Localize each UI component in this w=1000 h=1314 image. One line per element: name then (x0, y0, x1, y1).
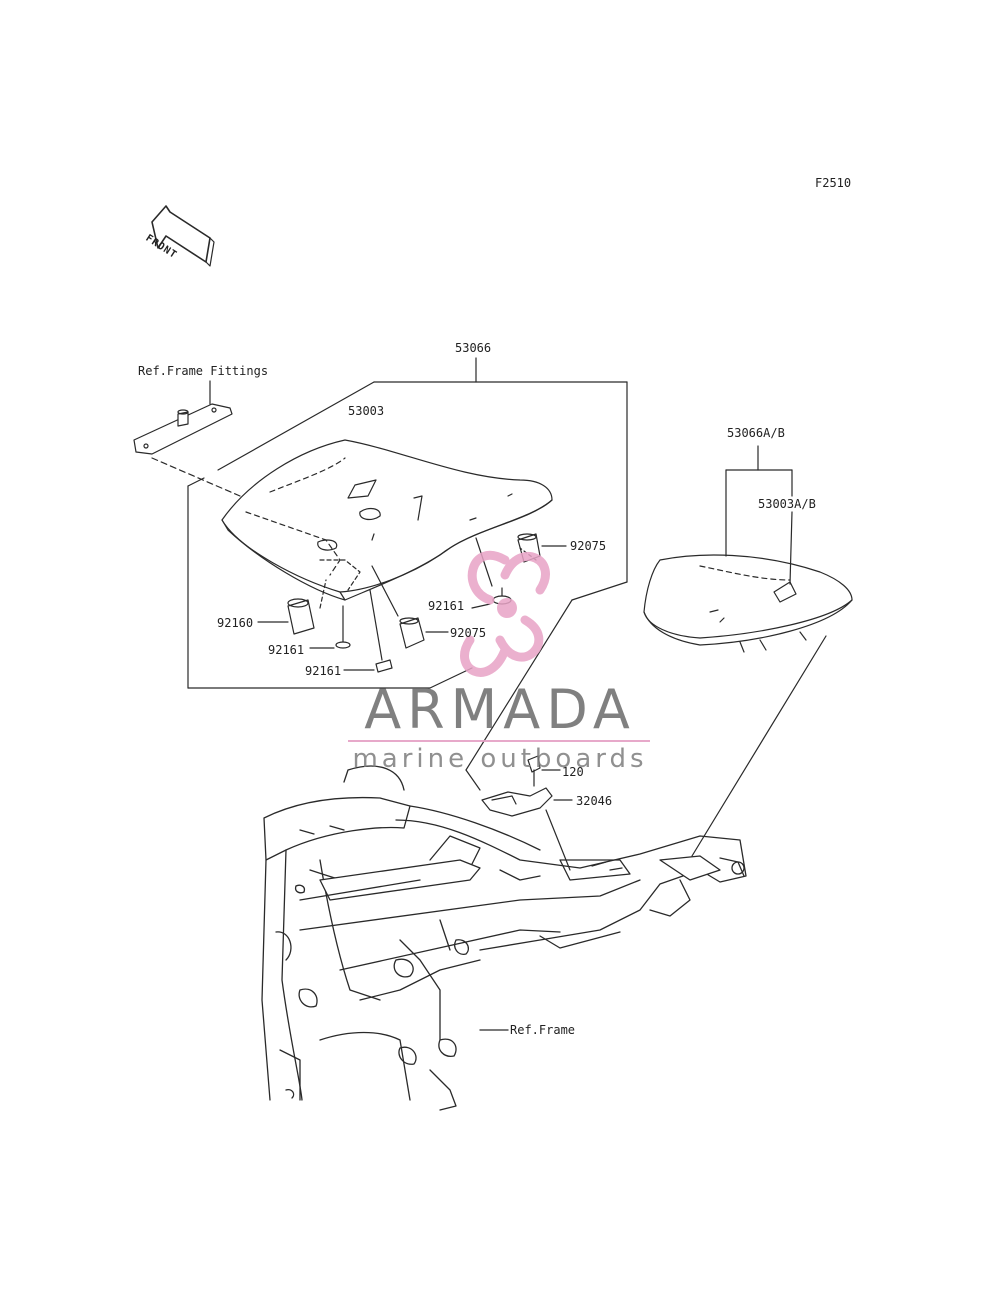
callout-53066: 53066 (455, 341, 492, 355)
damper-92075-b (371, 565, 449, 649)
callout-53003: 53003 (348, 404, 385, 418)
armada-propeller-logo (460, 550, 550, 677)
damper-92160 (257, 579, 327, 635)
main-seat-part (221, 439, 553, 601)
assy-bracket-53066 (187, 357, 628, 689)
frame-part (261, 765, 747, 1111)
brand-name: ARMADA (364, 678, 636, 741)
frame-fitting-part (133, 380, 241, 497)
bolt-120 (527, 755, 561, 787)
bolt-92161-c (343, 589, 393, 673)
callout-92161-a: 92161 (428, 599, 465, 613)
pillion-seat-part (643, 445, 853, 857)
bracket-32046 (481, 787, 573, 871)
callout-92075-b: 92075 (450, 626, 487, 640)
callout-53066ab: 53066A/B (727, 426, 785, 440)
callout-ref-frame: Ref.Frame (510, 1023, 576, 1037)
brand-tagline: marine outboards (352, 744, 648, 774)
front-arrow-icon (151, 205, 215, 267)
callout-92161-b: 92161 (268, 643, 305, 657)
brand-divider (348, 740, 650, 742)
callout-92161-c: 92161 (305, 664, 342, 678)
callout-32046: 32046 (576, 794, 613, 808)
callout-ref-frame-fittings: Ref.Frame Fittings (138, 364, 269, 378)
callout-120: 120 (562, 765, 584, 779)
callout-92160: 92160 (217, 616, 254, 630)
callout-92075-a: 92075 (570, 539, 607, 553)
callout-53003ab: 53003A/B (758, 497, 816, 511)
bolt-92161-b (309, 605, 351, 649)
figure-code: F2510 (815, 176, 852, 190)
